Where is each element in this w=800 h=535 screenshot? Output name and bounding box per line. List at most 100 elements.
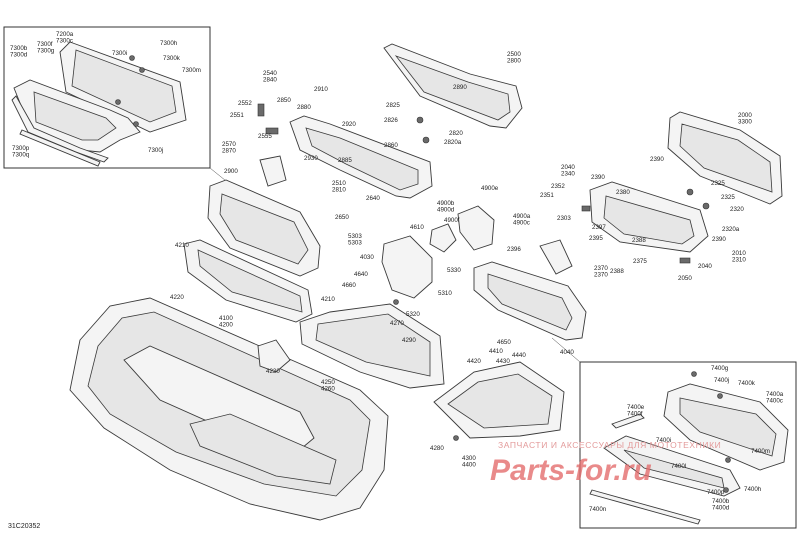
callout-label: 4650 bbox=[497, 339, 511, 346]
door-panel-upper-inner bbox=[394, 55, 511, 121]
callout-label: 2320a bbox=[722, 226, 740, 233]
inset-door-assembly-lower bbox=[589, 371, 789, 525]
callout-part-number: 2880 bbox=[297, 104, 311, 111]
callout-label: 2352 bbox=[551, 183, 565, 190]
callout-part-number: 2325 bbox=[711, 180, 725, 187]
callout-label: 4210 bbox=[175, 242, 189, 249]
callout-part-number: 2303 bbox=[557, 215, 571, 222]
floor-panel-4300-inner bbox=[447, 373, 553, 429]
callout-part-number: 4440 bbox=[512, 352, 526, 359]
fastener-2825 bbox=[416, 116, 424, 124]
callout-part-number: 4660 bbox=[342, 282, 356, 289]
fastener-2320 bbox=[702, 202, 710, 210]
callout-label: 7400n bbox=[589, 506, 607, 513]
callout-label: 4410 bbox=[489, 348, 503, 355]
door-frame-center-opening bbox=[305, 127, 419, 191]
fastener-7400h bbox=[723, 487, 729, 493]
fastener-inset-4 bbox=[133, 121, 139, 127]
callout-label: 2860 bbox=[384, 142, 398, 149]
door-panel-inset-lower-inner bbox=[679, 397, 777, 457]
latch-2396 bbox=[539, 239, 573, 275]
callout-label: 7400h bbox=[744, 486, 762, 493]
callout-label: 2551 bbox=[230, 112, 244, 119]
callout-part-number: 2352 bbox=[551, 183, 565, 190]
callout-part-number: 7400n bbox=[589, 506, 607, 513]
callout-part-number: 4640 bbox=[354, 271, 368, 278]
callout-part-number: 4650 bbox=[497, 339, 511, 346]
callout-part-number: 2850 bbox=[277, 97, 291, 104]
callout-part-number-alt: 2340 bbox=[561, 171, 575, 178]
callout-part-number: 2860 bbox=[384, 142, 398, 149]
callout-label: 2375 bbox=[633, 258, 647, 265]
callout-label: 4900e bbox=[481, 185, 499, 192]
callout-part-number: 2930 bbox=[304, 155, 318, 162]
fastener-7400k bbox=[717, 393, 723, 399]
callout-part-number: 4300 bbox=[462, 455, 476, 462]
callout-part-number-alt: 2810 bbox=[332, 187, 346, 194]
callout-part-number: 7400i bbox=[656, 437, 671, 444]
seat-mount-4230 bbox=[257, 339, 291, 373]
callout-part-number: 7400m bbox=[751, 448, 770, 455]
callout-part-number: 7400j bbox=[714, 377, 729, 384]
callout-label: 4040 bbox=[560, 349, 574, 356]
callout-part-number: 4210 bbox=[321, 296, 335, 303]
door-latch-housing bbox=[259, 155, 287, 187]
callout-label: 4030 bbox=[360, 254, 374, 261]
callout-label: 2325 bbox=[721, 194, 735, 201]
part-right-door-panel bbox=[667, 111, 783, 205]
callout-label: 2397 bbox=[592, 224, 606, 231]
callout-part-number: 5320 bbox=[406, 311, 420, 318]
door-trim-strip-inset bbox=[19, 129, 101, 167]
callout-label: 2920 bbox=[342, 121, 356, 128]
callout-label: 2050 bbox=[678, 275, 692, 282]
callout-part-number: 2395 bbox=[589, 235, 603, 242]
callout-label: 5330 bbox=[447, 267, 461, 274]
callout-part-number: 7400e bbox=[627, 404, 645, 411]
callout-label: 2040 bbox=[698, 263, 712, 270]
callout-label: 7400j bbox=[714, 377, 729, 384]
callout-part-number-alt: 2870 bbox=[222, 148, 236, 155]
inset-frame-top-left bbox=[3, 26, 211, 169]
callout-label: 4610 bbox=[410, 224, 424, 231]
callout-label: 2650 bbox=[335, 214, 349, 221]
callout-part-number-alt: 2310 bbox=[732, 257, 746, 264]
callout-label: 4230 bbox=[266, 368, 280, 375]
callout-part-number: 2388 bbox=[632, 237, 646, 244]
callout-part-number-alt: 4260 bbox=[321, 386, 335, 393]
callout-part-number: 2826 bbox=[384, 117, 398, 124]
callout-label: 4290 bbox=[402, 337, 416, 344]
callout-label: 4660 bbox=[342, 282, 356, 289]
callout-part-number-alt: 7400f bbox=[627, 411, 643, 418]
callout-label: 2826 bbox=[384, 117, 398, 124]
callout-label: 4220 bbox=[170, 294, 184, 301]
callout-label: 7400g bbox=[711, 365, 729, 372]
callout-part-number: 4230 bbox=[266, 368, 280, 375]
callout-label: 7400l bbox=[671, 463, 686, 470]
door-panel-inner bbox=[71, 49, 177, 123]
callout-label: 7400m bbox=[751, 448, 770, 455]
callout-part-number: 7300h bbox=[160, 40, 178, 47]
callout-part-number: 2390 bbox=[591, 174, 605, 181]
door-panel-left-inner bbox=[219, 193, 309, 265]
callout-part-number: 7300j bbox=[148, 147, 163, 154]
callout-label: 2880 bbox=[297, 104, 311, 111]
callout-label: 2390 bbox=[712, 236, 726, 243]
bracket-2352 bbox=[581, 205, 591, 212]
callout-label: 2825 bbox=[386, 102, 400, 109]
callout-part-number: 4430 bbox=[496, 358, 510, 365]
door-frame-opening bbox=[33, 91, 117, 141]
callout-part-number: 4030 bbox=[360, 254, 374, 261]
part-center-floor-panel bbox=[299, 303, 445, 389]
callout-label: 2351 bbox=[540, 192, 554, 199]
callout-part-number: 2380 bbox=[616, 189, 630, 196]
callout-part-number: 2650 bbox=[335, 214, 349, 221]
inset-door-assembly bbox=[11, 41, 187, 167]
